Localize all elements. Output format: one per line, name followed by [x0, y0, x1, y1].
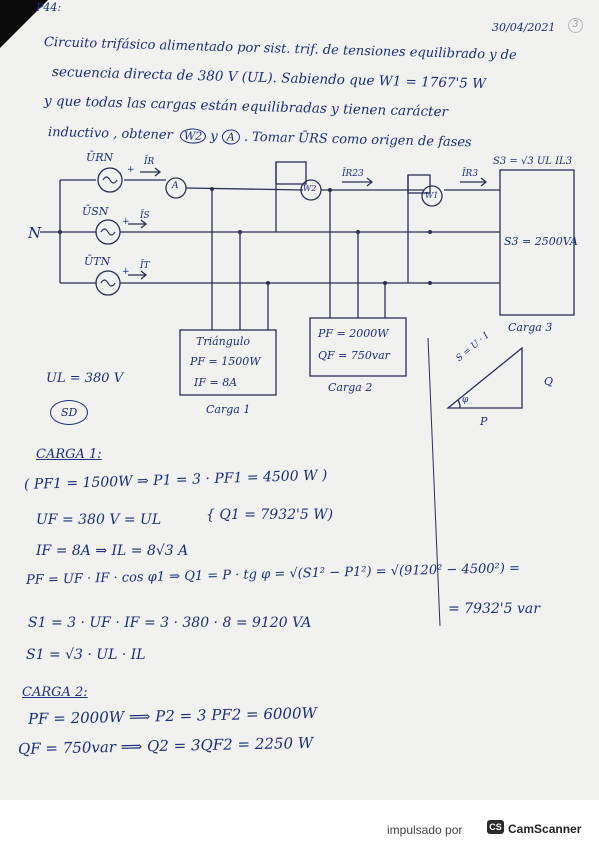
i-s-label: ĪS: [140, 211, 150, 221]
carga-1-line-6: S1 = 3 · UF · IF = 3 · 380 · 8 = 9120 VA: [28, 615, 312, 631]
source-s-symbol: [100, 228, 116, 236]
power-triangle: [446, 346, 523, 409]
load-1-line-1: Triángulo: [196, 335, 251, 348]
load-2-line-1: PF = 2000W: [318, 327, 389, 340]
carga-1-line-5: = 7932'5 var: [448, 601, 540, 617]
ammeter-label: A: [172, 181, 179, 191]
source-s-plus: +: [122, 217, 130, 227]
load-1-line-2: PF = 1500W: [190, 355, 261, 368]
source-s-circle: [95, 219, 121, 245]
load-2-box: [309, 317, 407, 377]
wattmeter-2-circle: [300, 179, 322, 201]
date: 30/04/2021: [492, 21, 556, 34]
sd-circled: SD: [50, 400, 89, 425]
ul-value: UL = 380 V: [46, 371, 124, 386]
circuit-diagram: [40, 161, 575, 627]
s3-formula: S3 = √3 UL IL3: [493, 156, 573, 167]
source-t-symbol: [100, 279, 116, 287]
carga-1-line-3: IF = 8A ⇒ IL = 8√3 A: [36, 543, 189, 559]
wattmeter-2-label: W2: [303, 184, 317, 193]
load-1-title: Carga 1: [206, 403, 251, 416]
triangle-p-label: P: [480, 415, 488, 428]
powered-by-text: impulsado por: [387, 823, 463, 837]
load-1-line-3: IF = 8A: [194, 376, 238, 389]
i-r3-label: ĪR3: [462, 169, 479, 179]
page-mark: 3: [568, 18, 583, 33]
scanned-page: [0, 0, 599, 800]
source-t-plus: +: [122, 267, 130, 277]
i-r-label: ĪR: [144, 157, 155, 167]
u-sn-label: ŪSN: [82, 205, 109, 218]
u-rn-label: ŪRN: [86, 151, 114, 164]
carga-1-line-7: S1 = √3 · UL · IL: [26, 647, 146, 663]
i-t-label: ĪT: [140, 261, 150, 271]
problem-label: P44:: [36, 1, 62, 14]
source-r-circle: [97, 167, 123, 193]
ammeter-circle: [165, 177, 187, 199]
load-3-title: Carga 3: [508, 321, 553, 334]
source-r-symbol: [102, 176, 118, 184]
load-3-box: [499, 169, 575, 316]
load-2-title: Carga 2: [328, 381, 373, 394]
carga-1-line-2: UF = 380 V = UL: [36, 512, 162, 528]
page-corner-shadow: [0, 0, 48, 48]
camscanner-logo-icon: CS: [487, 820, 504, 834]
s3-value: S3 = 2500VA: [504, 235, 578, 248]
triangle-phi-label: φ: [462, 395, 469, 405]
wattmeter-1-circle: [421, 185, 443, 207]
carga-1-bracket: { Q1 = 7932'5 W): [206, 507, 334, 523]
load-1-box: [179, 329, 277, 396]
wattmeter-1-label: W1: [425, 191, 439, 200]
u-tn-label: ŪTN: [84, 255, 111, 268]
load-2-line-2: QF = 750var: [318, 349, 390, 362]
carga-2-heading: CARGA 2:: [22, 685, 88, 700]
triangle-q-label: Q: [544, 375, 554, 388]
camscanner-brand: CamScanner: [508, 822, 582, 836]
source-r-plus: +: [127, 165, 135, 175]
i-r23-label: ĪR23: [342, 169, 364, 179]
neutral-label: N: [28, 224, 42, 242]
source-t-circle: [95, 270, 121, 296]
carga-1-heading: CARGA 1:: [36, 447, 102, 462]
